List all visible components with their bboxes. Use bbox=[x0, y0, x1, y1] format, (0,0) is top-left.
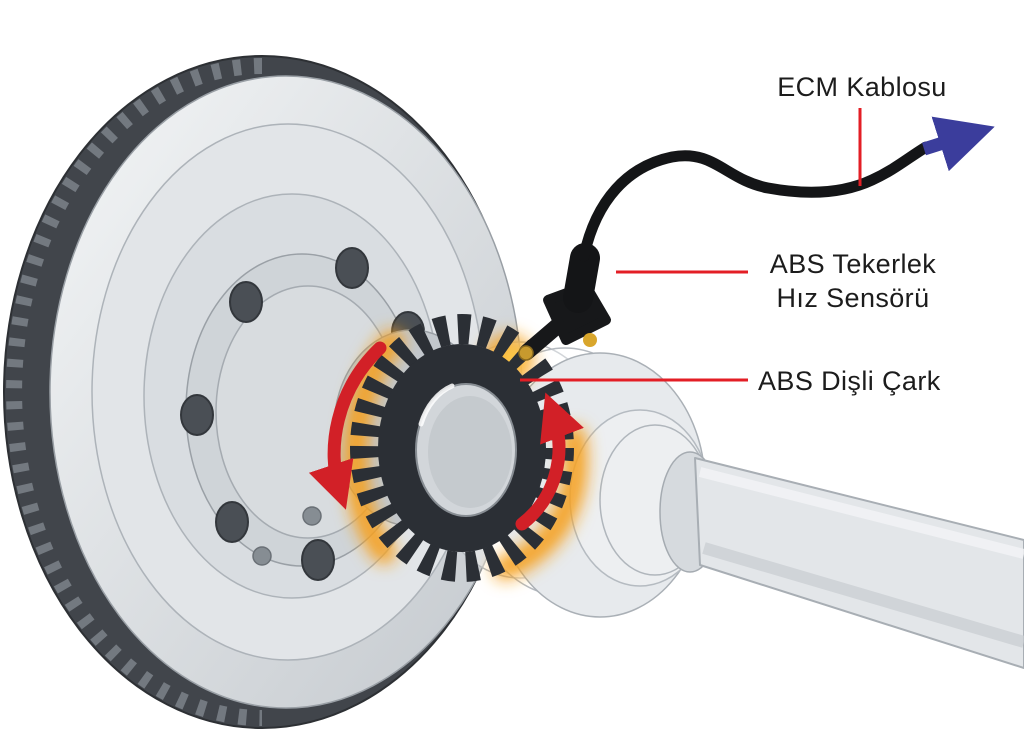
ecm-flow-arrow bbox=[922, 116, 995, 172]
label-tone-ring-text: ABS Dişli Çark bbox=[758, 366, 941, 396]
label-ecm-cable-text: ECM Kablosu bbox=[777, 72, 947, 102]
rotation-arrow-right bbox=[515, 392, 584, 531]
label-wheel-speed-sensor-line2: Hız Sensörü bbox=[776, 283, 930, 313]
axle-shaft-highlight bbox=[698, 467, 1024, 559]
tone-ring-bore-shade bbox=[428, 396, 512, 508]
tone-ring-bore-highlight bbox=[418, 383, 455, 427]
label-ecm-cable: ECM Kablosu bbox=[752, 70, 972, 104]
label-wheel-speed-sensor: ABS Tekerlek Hız Sensörü bbox=[748, 247, 958, 315]
rotation-arrows bbox=[308, 341, 584, 531]
rotation-arrow-left bbox=[308, 341, 387, 510]
label-tone-ring: ABS Dişli Çark bbox=[758, 364, 998, 398]
sensor-probe-tip bbox=[518, 345, 534, 361]
sensor-mount-bolt bbox=[583, 333, 597, 347]
leader-lines bbox=[520, 108, 862, 382]
hub-small-holes bbox=[252, 506, 322, 566]
sensor-cable bbox=[578, 141, 932, 262]
rotor-cooling-vanes bbox=[6, 58, 263, 726]
axle-shaft-shade bbox=[702, 542, 1024, 648]
label-wheel-speed-sensor-line1: ABS Tekerlek bbox=[769, 249, 937, 279]
sensor-connector bbox=[563, 243, 600, 313]
wheel-speed-sensor bbox=[518, 116, 995, 361]
